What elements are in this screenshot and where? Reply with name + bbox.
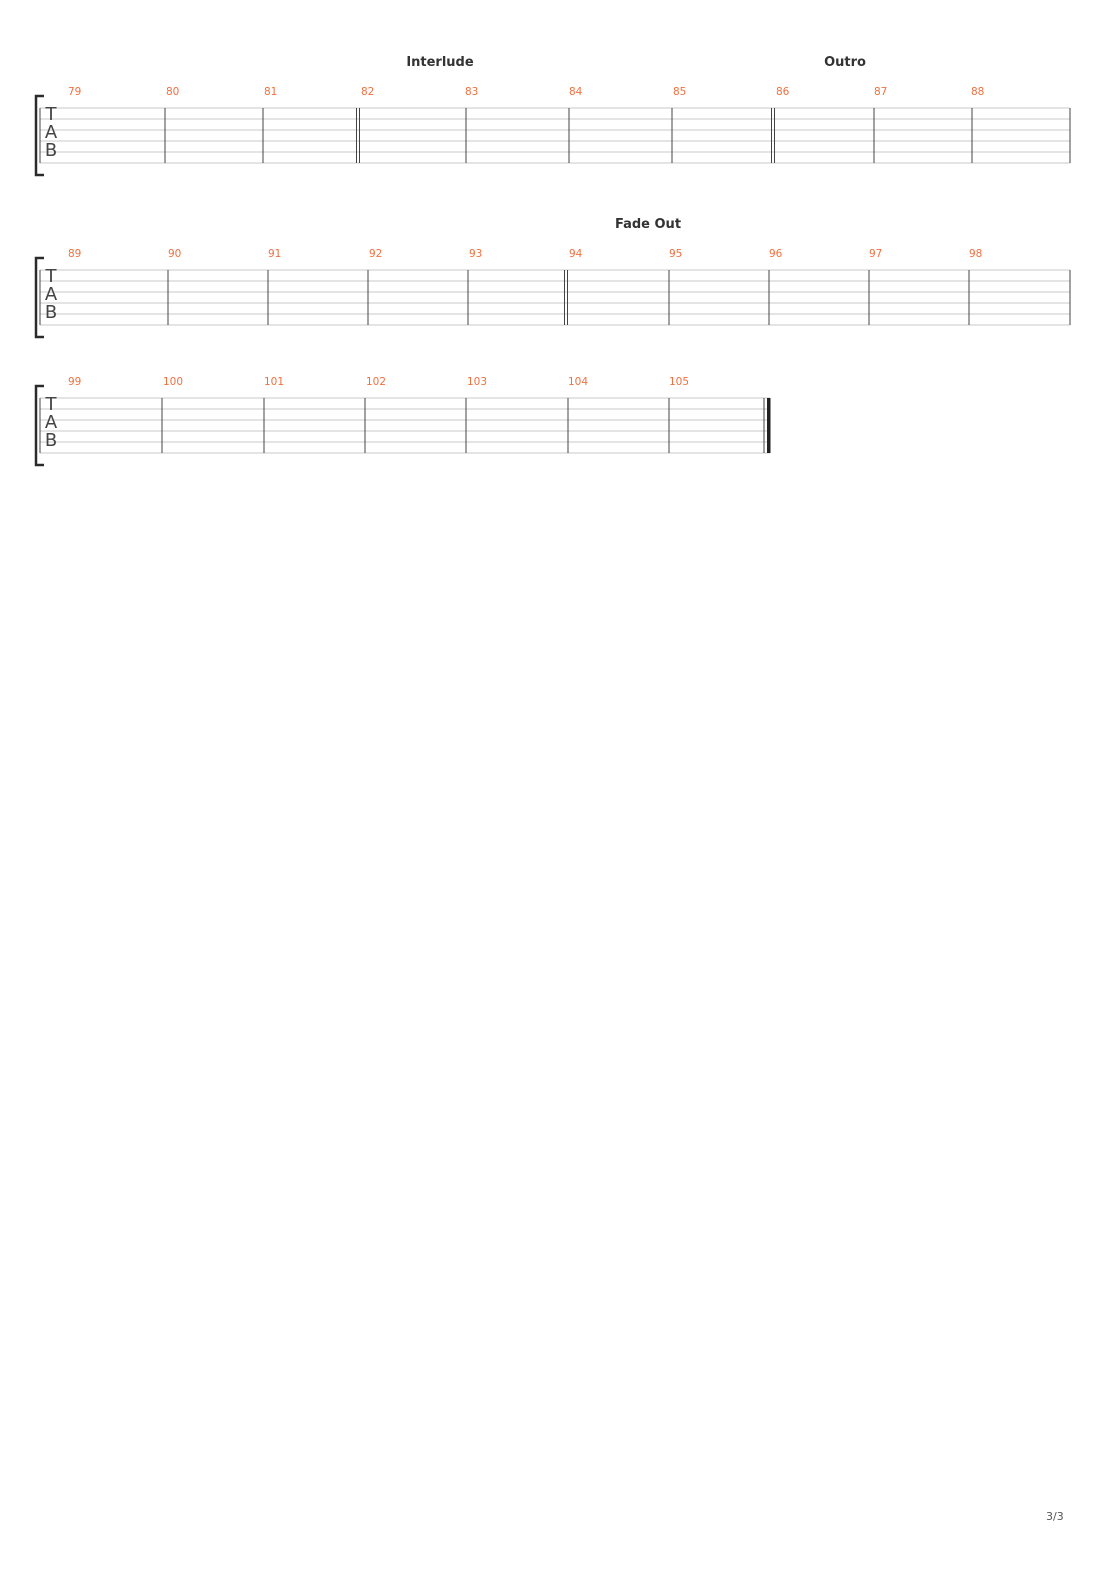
system-bracket bbox=[34, 256, 44, 339]
measure-number: 91 bbox=[268, 248, 282, 260]
tab-clef-letter: A bbox=[45, 122, 58, 143]
measure-number: 97 bbox=[869, 248, 883, 260]
measure-number: 104 bbox=[568, 376, 589, 388]
measure-number: 90 bbox=[168, 248, 182, 260]
measure-number: 92 bbox=[369, 248, 383, 260]
tab-clef-letter: A bbox=[45, 284, 58, 305]
tab-clef-letter: B bbox=[45, 430, 57, 451]
measure-number: 81 bbox=[264, 86, 278, 98]
measure-number: 94 bbox=[569, 248, 583, 260]
measure-number: 95 bbox=[669, 248, 683, 260]
tab-clef-letter: B bbox=[45, 302, 57, 323]
measure-number: 98 bbox=[969, 248, 983, 260]
system-bracket bbox=[34, 384, 44, 467]
measure-number: 101 bbox=[264, 376, 285, 388]
measure-number: 86 bbox=[776, 86, 790, 98]
measure-number: 82 bbox=[361, 86, 375, 98]
measure-number: 79 bbox=[68, 86, 82, 98]
measure-number: 85 bbox=[673, 86, 687, 98]
measure-number: 84 bbox=[569, 86, 583, 98]
page-counter: 3/3 bbox=[1046, 1510, 1064, 1523]
measure-number: 100 bbox=[163, 376, 184, 388]
measure-number: 99 bbox=[68, 376, 82, 388]
tab-clef-letter: T bbox=[45, 104, 58, 125]
measure-number: 89 bbox=[68, 248, 82, 260]
measure-number: 87 bbox=[874, 86, 888, 98]
measure-number: 102 bbox=[366, 376, 387, 388]
measure-number: 105 bbox=[669, 376, 690, 388]
section-label-outro: Outro bbox=[824, 55, 866, 70]
measure-number: 103 bbox=[467, 376, 488, 388]
tab-clef-letter: B bbox=[45, 140, 57, 161]
measure-number: 88 bbox=[971, 86, 985, 98]
measure-number: 83 bbox=[465, 86, 479, 98]
final-barline-thick bbox=[767, 398, 771, 453]
tab-clef-letter: A bbox=[45, 412, 58, 433]
measure-number: 80 bbox=[166, 86, 180, 98]
section-label-fade-out: Fade Out bbox=[614, 217, 682, 232]
measure-number: 96 bbox=[769, 248, 783, 260]
section-label-interlude: Interlude bbox=[406, 55, 474, 70]
measure-number: 93 bbox=[469, 248, 483, 260]
system-bracket bbox=[34, 94, 44, 177]
tab-clef-letter: T bbox=[45, 266, 58, 287]
tab-clef-letter: T bbox=[45, 394, 58, 415]
